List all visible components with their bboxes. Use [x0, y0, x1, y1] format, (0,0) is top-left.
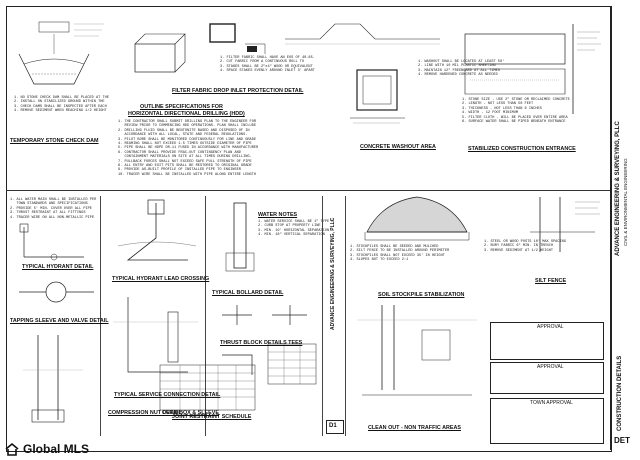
mls-logo-icon: [5, 442, 19, 456]
approval-label-1: APPROVAL: [537, 324, 564, 330]
silt-fence-title: SILT FENCE: [535, 278, 567, 284]
concrete-washout-drawing: [350, 69, 405, 124]
valve-box-drawing: [23, 335, 83, 423]
col-rule-4: [345, 196, 346, 436]
water-notes-text: 1. WATER SERVICE SHALL BE 1" TYPE K 2. C…: [258, 220, 334, 238]
approval-box-1: [490, 322, 604, 360]
stone-check-dam-drawing: [18, 21, 104, 85]
title-block: ADVANCE ENGINEERING & SURVEYING, PLLC CI…: [610, 6, 639, 450]
sheet-code: D1: [329, 423, 337, 429]
col-rule-3: [322, 196, 323, 436]
hydrant-lead-title: TYPICAL HYDRANT LEAD CROSSING: [112, 276, 210, 282]
sheet-code-box: [326, 420, 344, 434]
sheet-title: CONSTRUCTION DETAILS: [617, 355, 623, 431]
service-detail-drawing: [113, 297, 198, 373]
firm-name: ADVANCE ENGINEERING & SURVEYING, PLLC: [615, 121, 621, 256]
approval-box-2: [490, 362, 604, 394]
thrust-block-drawing: [222, 305, 317, 385]
sheet-border: [6, 6, 612, 452]
clean-out-drawing: [357, 305, 477, 396]
col-rule-1: [100, 196, 101, 436]
mid-divider: [6, 190, 610, 191]
hydrant-detail-title: TYPICAL HYDRANT DETAIL: [22, 264, 94, 270]
clean-out-title: CLEAN OUT - NON TRAFFIC AREAS: [368, 425, 461, 431]
soil-stockpile-drawing: [364, 196, 470, 241]
silt-fence-drawing: [530, 197, 600, 252]
stone-check-dam-title: TEMPORARY STONE CHECK DAM: [10, 138, 99, 144]
thrust-blocks-title: THRUST BLOCK DETAILS TEES: [220, 340, 303, 346]
firm-subtitle: CIVIL & ENVIRONMENTAL ENGINEERING: [623, 158, 628, 246]
approval-label-2: APPROVAL: [537, 364, 564, 370]
mls-brand-text: Global MLS: [23, 442, 89, 456]
col-rule-2: [205, 196, 206, 436]
water-notes-title: WATER NOTES: [258, 212, 298, 218]
town-approval-box: [490, 398, 604, 444]
check-dam-notes: 1. NO STONE CHECK DAM SHALL BE PLACED AT…: [14, 96, 109, 114]
global-mls-watermark: Global MLS: [4, 440, 89, 458]
outline-spec-line2: HORIZONTAL DIRECTIONAL DRILLING (HDD): [128, 111, 245, 117]
stabilized-entrance-title: STABILIZED CONSTRUCTION ENTRANCE: [468, 146, 576, 152]
stockpile-notes: 1. STOCKPILES SHALL BE SEEDED AND MULCHE…: [350, 245, 450, 263]
washout-notes: 1. WASHOUT SHALL BE LOCATED AT LEAST 50'…: [418, 60, 505, 78]
sheet-id: DET: [614, 436, 630, 445]
outline-spec-line1: OUTLINE SPECIFICATIONS FOR: [140, 104, 223, 110]
entrance-notes: 1. STONE SIZE - USE 2" STONE OR RECLAIME…: [462, 98, 570, 125]
grading-section-drawing: [285, 23, 440, 45]
silt-fence-notes: 1. STEEL OR WOOD POSTS 10' MAX SPACING 2…: [484, 240, 566, 253]
bollard-drawing: [225, 202, 255, 272]
hydrant-detail-drawing: [19, 223, 84, 261]
joint-restraint-table: [159, 364, 256, 411]
hydrant-lead-drawing: [117, 199, 197, 261]
bollard-title: TYPICAL BOLLARD DETAIL: [212, 290, 284, 296]
stabilized-entrance-drawing: [464, 24, 601, 114]
curb-box-title: CURB BOX & SLEEVE: [162, 410, 219, 416]
filter-fabric-notes: 1. FILTER FABRIC SHALL HAVE AN EOS OF 40…: [220, 56, 315, 74]
tapping-sleeve-title: TAPPING SLEEVE AND VALVE DETAIL: [10, 318, 109, 324]
concrete-washout-title: CONCRETE WASHOUT AREA: [360, 144, 436, 150]
joint-restraint-title: JOINT RESTRAINT SCHEDULE: [172, 414, 252, 420]
tapping-sleeve-drawing: [19, 281, 94, 303]
service-connection-title: TYPICAL SERVICE CONNECTION DETAIL: [114, 392, 221, 398]
mid-firm-label: ADVANCE ENGINEERING & SURVEYING, PLLC: [330, 217, 336, 330]
soil-stockpile-title: SOIL STOCKPILE STABILIZATION: [378, 292, 465, 298]
filter-fabric-title: FILTER FABRIC DROP INLET PROTECTION DETA…: [172, 88, 304, 94]
hdd-spec-text: 1. THE CONTRACTOR SHALL SUBMIT DRILLING …: [118, 120, 259, 177]
compression-nut-title: COMPRESSION NUT DETAIL: [108, 410, 182, 416]
filter-fabric-drawing: [134, 23, 266, 73]
town-approval-label: TOWN APPROVAL: [530, 400, 573, 406]
water-general-notes: 1. ALL WATER MAIN SHALL BE INSTALLED PER…: [10, 198, 97, 220]
